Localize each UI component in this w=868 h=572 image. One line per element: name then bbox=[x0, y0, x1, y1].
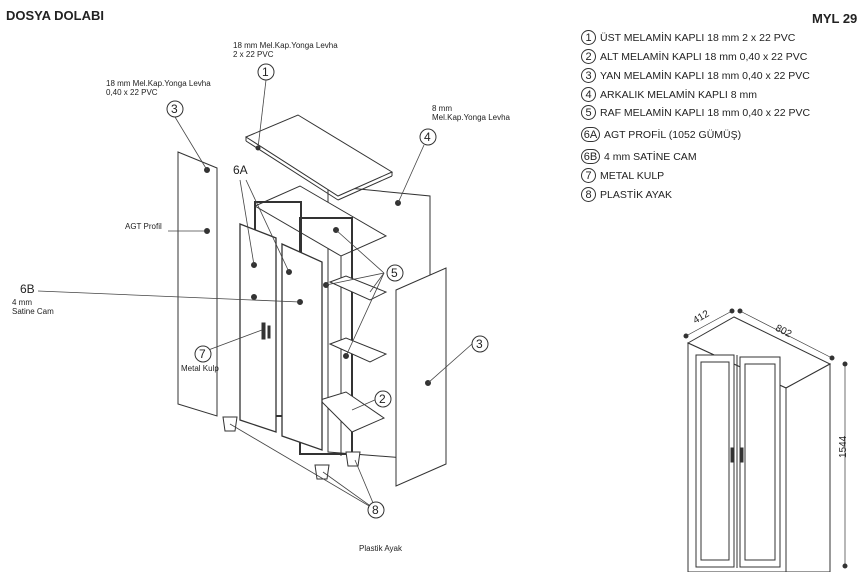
callout-1: 1 bbox=[262, 65, 269, 79]
height-dimension: 1544 bbox=[838, 435, 849, 458]
legend-item: 7 METAL KULP bbox=[581, 167, 664, 184]
legend-item: 6A AGT PROFİL (1052 GÜMÜŞ) bbox=[581, 126, 741, 143]
legend-item: 1 ÜST MELAMİN KAPLI 18 mm 2 x 22 PVC bbox=[581, 29, 795, 46]
foot-note: Plastik Ayak bbox=[359, 544, 402, 553]
legend-number: 1 bbox=[581, 30, 596, 45]
note-line: 18 mm Mel.Kap.Yonga Levha bbox=[233, 41, 338, 50]
legend-item: 4 ARKALIK MELAMİN KAPLI 8 mm bbox=[581, 86, 757, 103]
note-line: 4 mm bbox=[12, 298, 32, 307]
agt-profile-note: AGT Profil bbox=[125, 222, 162, 231]
legend-item: 2 ALT MELAMİN KAPLI 18 mm 0,40 x 22 PVC bbox=[581, 48, 807, 65]
carcass-top-shelf bbox=[253, 185, 388, 257]
callout-3: 3 bbox=[476, 337, 483, 351]
legend-item: 5 RAF MELAMİN KAPLI 18 mm 0,40 x 22 PVC bbox=[581, 104, 810, 121]
handle-left bbox=[261, 322, 266, 340]
legend-number: 2 bbox=[581, 49, 596, 64]
bottom-panel bbox=[319, 391, 386, 433]
top-panel-edge bbox=[337, 175, 393, 201]
top-panel-note: 18 mm Mel.Kap.Yonga Levha 2 x 22 PVC bbox=[233, 41, 338, 59]
left-door bbox=[239, 223, 277, 433]
side-panel-note: 18 mm Mel.Kap.Yonga Levha 0,40 x 22 PVC bbox=[106, 79, 211, 97]
assembled-cabinet bbox=[683, 308, 848, 572]
note-line: 18 mm Mel.Kap.Yonga Levha bbox=[106, 79, 211, 88]
callout-6a: 6A bbox=[233, 163, 248, 177]
legend-text: RAF MELAMİN KAPLI 18 mm 0,40 x 22 PVC bbox=[600, 106, 811, 119]
door-dot bbox=[251, 294, 257, 300]
legend-number: 6B bbox=[581, 149, 600, 164]
legend-item: 8 PLASTİK AYAK bbox=[581, 186, 672, 203]
callout-circles bbox=[166, 63, 489, 519]
back-panel-note: 8 mm Mel.Kap.Yonga Levha bbox=[432, 104, 510, 122]
legend-number: 4 bbox=[581, 87, 596, 102]
glass-note: 4 mm Satine Cam bbox=[12, 298, 54, 316]
model-code: MYL 29 bbox=[812, 11, 858, 26]
legend-number: 3 bbox=[581, 68, 596, 83]
note-line: 2 x 22 PVC bbox=[233, 50, 274, 59]
side-panel-dot bbox=[204, 228, 210, 234]
legend-text: PLASTİK AYAK bbox=[600, 188, 672, 201]
legend-number: 7 bbox=[581, 168, 596, 183]
callout-7: 7 bbox=[199, 347, 206, 361]
glass-number: 6B bbox=[20, 282, 35, 296]
legend-text: METAL KULP bbox=[600, 169, 665, 182]
legend-text: AGT PROFİL (1052 GÜMÜŞ) bbox=[604, 128, 742, 141]
callout-4: 4 bbox=[424, 130, 431, 144]
callout-5: 5 bbox=[391, 266, 398, 280]
left-side-panel bbox=[177, 151, 218, 417]
legend-text: ARKALIK MELAMİN KAPLI 8 mm bbox=[600, 88, 757, 101]
callout-8: 8 bbox=[372, 503, 379, 517]
note-line: Satine Cam bbox=[12, 307, 54, 316]
note-line: 0,40 x 22 PVC bbox=[106, 88, 158, 97]
handle-note: Metal Kulp bbox=[181, 364, 219, 373]
legend-number: 8 bbox=[581, 187, 596, 202]
top-panel-edge bbox=[245, 140, 339, 201]
callout-2: 2 bbox=[379, 392, 386, 406]
note-line: 8 mm bbox=[432, 104, 452, 113]
legend-text: ALT MELAMİN KAPLI 18 mm 0,40 x 22 PVC bbox=[600, 50, 808, 63]
right-side-panel bbox=[395, 267, 447, 487]
legend-item: 3 YAN MELAMİN KAPLI 18 mm 0,40 x 22 PVC bbox=[581, 67, 810, 84]
legend-number: 6A bbox=[581, 127, 600, 142]
legend-text: 4 mm SATİNE CAM bbox=[604, 150, 697, 163]
legend-text: YAN MELAMİN KAPLI 18 mm 0,40 x 22 PVC bbox=[600, 69, 810, 82]
legend-text: ÜST MELAMİN KAPLI 18 mm 2 x 22 PVC bbox=[600, 31, 796, 44]
legend-item: 6B 4 mm SATİNE CAM bbox=[581, 148, 697, 165]
shelf-panel bbox=[328, 275, 388, 301]
right-door bbox=[281, 242, 323, 451]
handle-left-2 bbox=[267, 325, 271, 339]
page-title: DOSYA DOLABI bbox=[6, 8, 104, 23]
note-line: Mel.Kap.Yonga Levha bbox=[432, 113, 510, 122]
leader-lines bbox=[37, 79, 473, 511]
legend-number: 5 bbox=[581, 105, 596, 120]
callout-3: 3 bbox=[171, 102, 178, 116]
shelf-panel bbox=[328, 337, 388, 363]
